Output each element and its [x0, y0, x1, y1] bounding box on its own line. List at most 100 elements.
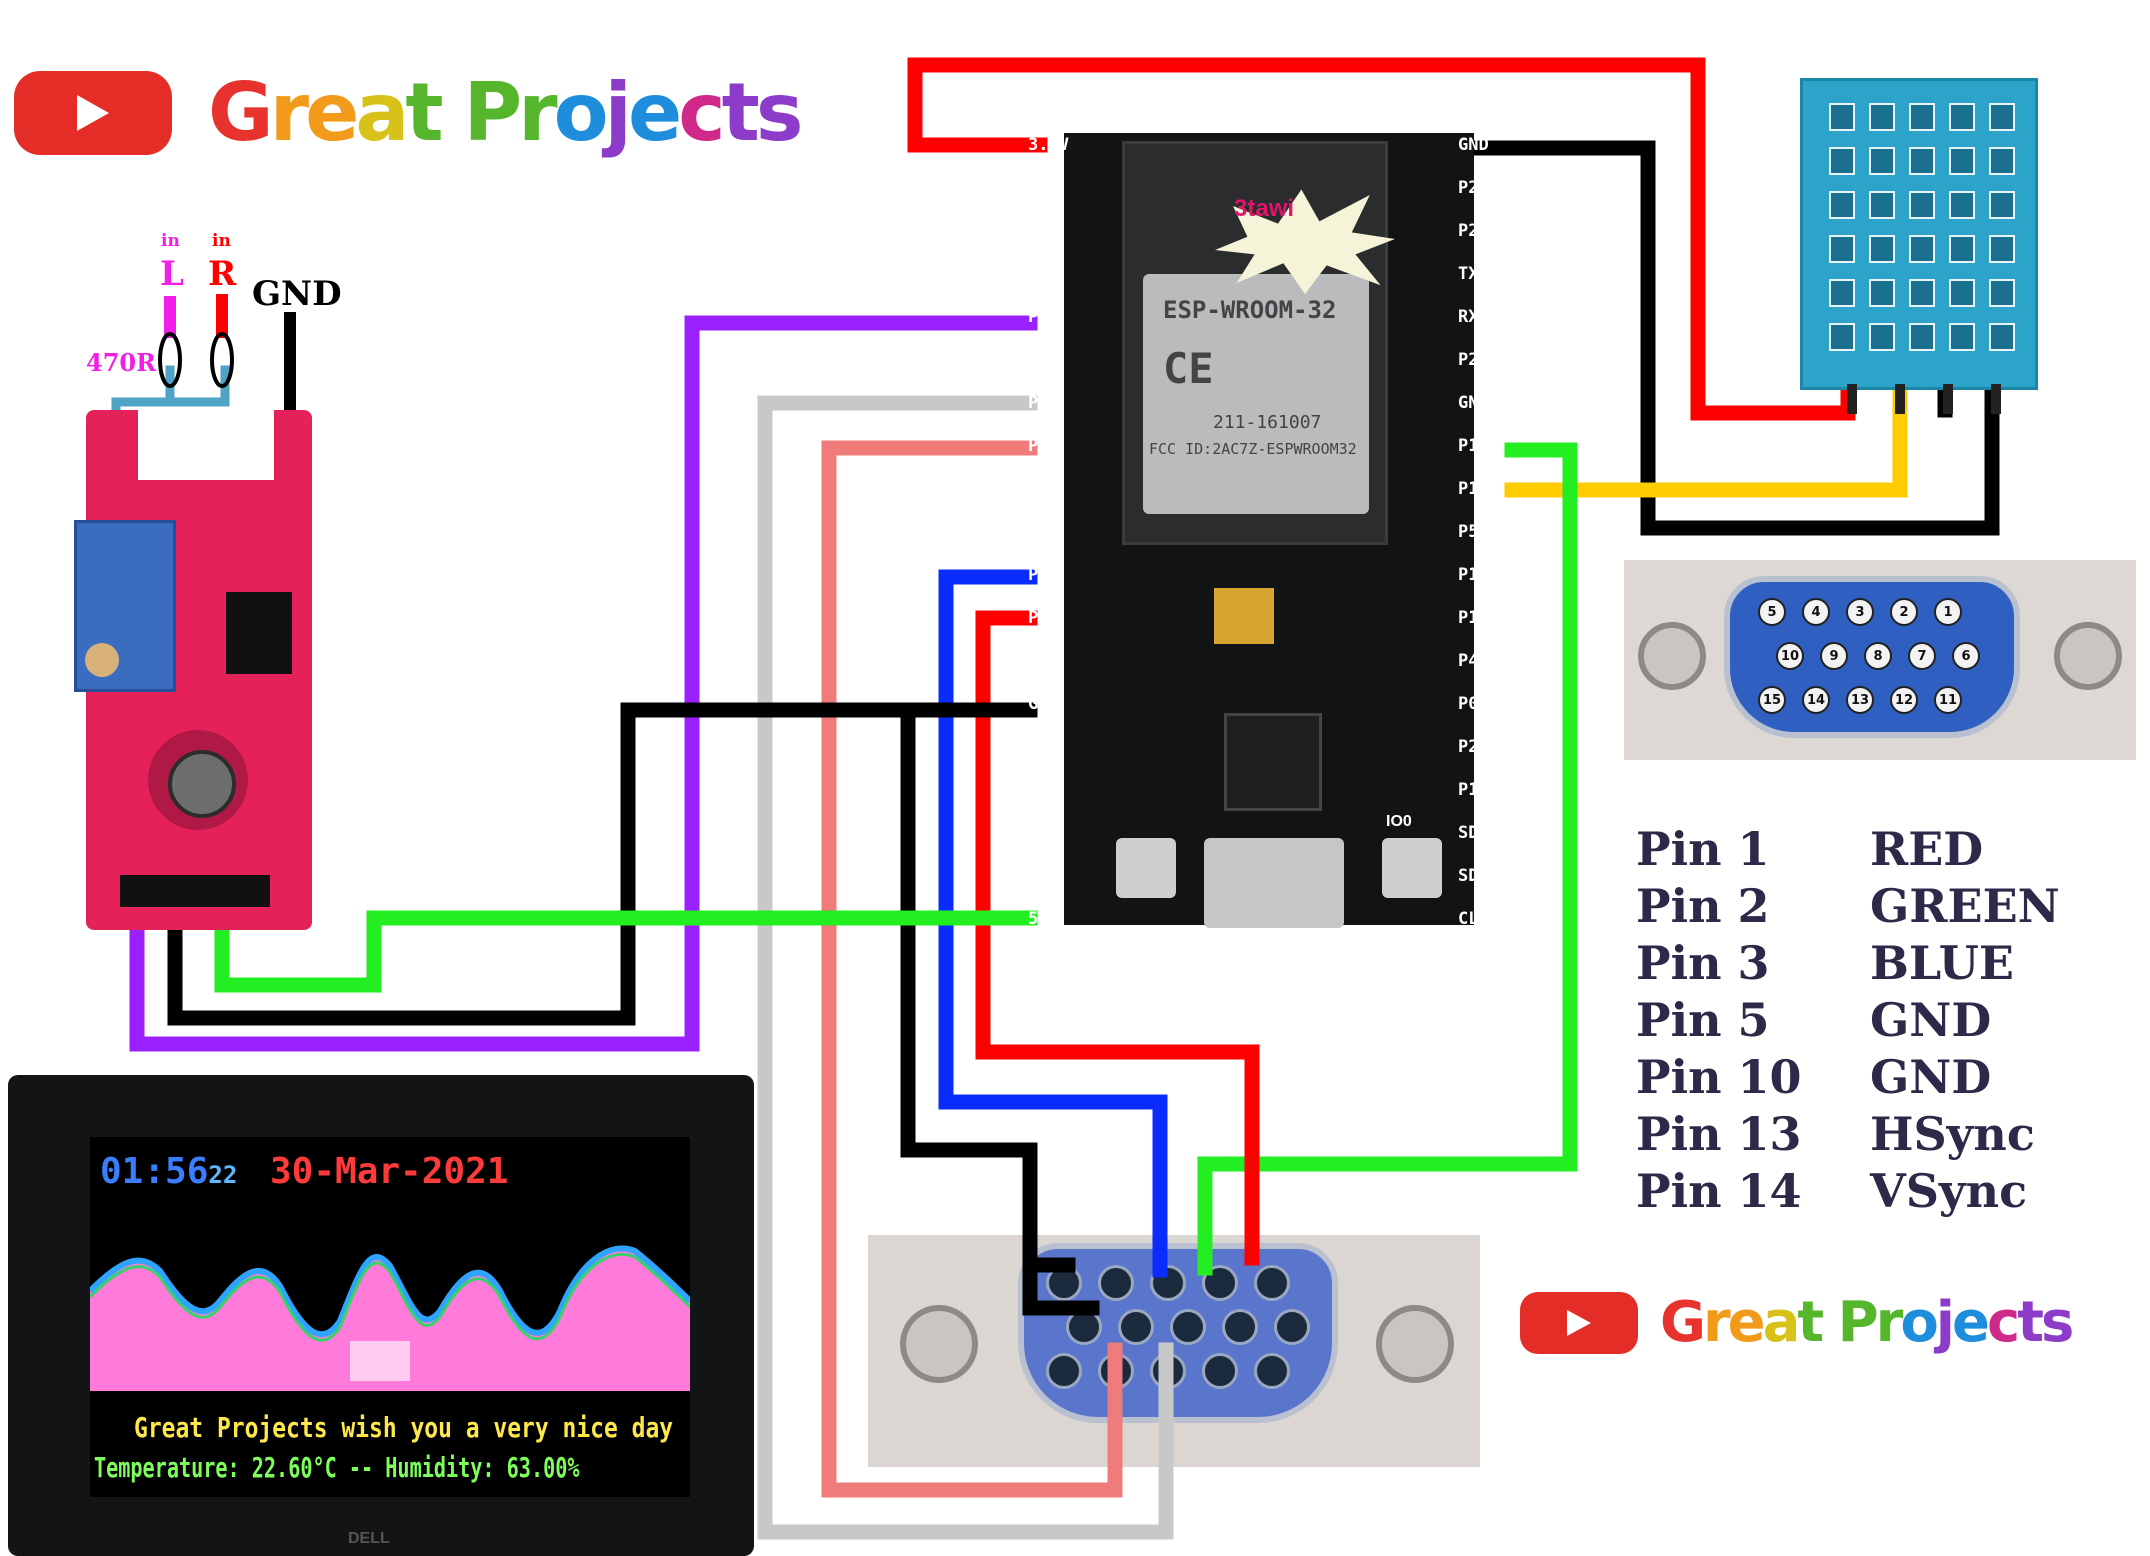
sensor-vent [1829, 279, 1855, 307]
pin-right-11: P16 [1458, 608, 1489, 628]
clock-hours-minutes: 01:56 [100, 1151, 209, 1192]
sensor-vent [1909, 191, 1935, 219]
pin-map-pin: Pin 13 [1636, 1107, 1802, 1161]
pin-left-13: GND [1028, 694, 1059, 714]
vga-socket [1254, 1353, 1290, 1389]
potentiometer [74, 520, 176, 692]
pin-left-2: SVP [1028, 221, 1059, 241]
pin-left-6: P32 [1028, 393, 1059, 413]
youtube-icon [1520, 1291, 1638, 1354]
pin-left-18: 5V [1028, 909, 1049, 929]
pin-right-18: CLK [1458, 909, 1489, 929]
sensor-leg [1847, 384, 1857, 414]
chip-shield: ESP-WROOM-32 CE 211-161007 FCC ID:2AC7Z-… [1143, 274, 1369, 514]
vga-pin-label: 11 [1934, 686, 1962, 714]
sensor-vent [1949, 279, 1975, 307]
pin-left-14: P13 [1028, 737, 1059, 757]
vga-socket [1202, 1353, 1238, 1389]
pin-left-15: SD2 [1028, 780, 1059, 800]
en-button [1382, 838, 1442, 898]
pin-right-2: P22 [1458, 221, 1489, 241]
vga-pin-label: 13 [1846, 686, 1874, 714]
vga-pin-label: 9 [1820, 642, 1848, 670]
pin-map-signal: GREEN [1870, 879, 2060, 933]
pin-left-0: 3.3V [1028, 135, 1069, 155]
vga-socket [1274, 1309, 1310, 1345]
vga-socket [1118, 1309, 1154, 1345]
pin-right-12: P4 [1458, 651, 1479, 671]
pin-map-signal: GND [1870, 993, 1992, 1047]
sensor-vent [1869, 235, 1895, 263]
pin-left-7: P33 [1028, 436, 1059, 456]
vga-socket [1046, 1353, 1082, 1389]
esp-wroom-32-module: ESP-WROOM-32 CE 211-161007 FCC ID:2AC7Z-… [1122, 141, 1395, 545]
pin-map-pin: Pin 14 [1636, 1164, 1802, 1218]
esp32-board: ESP-WROOM-32 CE 211-161007 FCC ID:2AC7Z-… [1028, 133, 1489, 929]
logo-text: Great Projects [1660, 1290, 2074, 1355]
wire-yellow-p18 [1504, 367, 1908, 498]
module-pin-header [120, 875, 270, 907]
pin-left-9: P26 [1028, 522, 1059, 542]
vga-pin-label: 4 [1802, 598, 1830, 626]
vga-pin-label: 3 [1846, 598, 1874, 626]
sensor-vent [1869, 103, 1895, 131]
vga-pin-label: 7 [1908, 642, 1936, 670]
pin-right-16: SD1 [1458, 823, 1489, 843]
pin-left-5: P35 [1028, 350, 1059, 370]
chip-cert: 211-161007 [1213, 412, 1322, 433]
clock-time: 01:5622 [100, 1151, 237, 1192]
sensor-vent [1829, 323, 1855, 351]
sensor-vent [1949, 147, 1975, 175]
pin-right-13: P0 [1458, 694, 1479, 714]
sensor-vent [1989, 191, 2015, 219]
vga-pin-label: 15 [1758, 686, 1786, 714]
pin-map-pin: Pin 10 [1636, 1050, 1802, 1104]
pin-left-12: P12 [1028, 651, 1059, 671]
sensor-vent [1909, 279, 1935, 307]
pin-map-pin: Pin 2 [1636, 879, 1770, 933]
pin-right-6: GND [1458, 393, 1489, 413]
label-resistor: 470R [86, 348, 157, 377]
badge-text: 3tawi [1234, 195, 1295, 222]
vga-pin-label: 6 [1952, 642, 1980, 670]
button-label-io0: IO0 [1386, 813, 1412, 830]
sensor-vent [1989, 147, 2015, 175]
clock-date: 30-Mar-2021 [270, 1151, 509, 1192]
pin-right-10: P17 [1458, 565, 1489, 585]
vga-socket [1098, 1353, 1134, 1389]
vga-pin-label: 14 [1802, 686, 1830, 714]
screw-right-icon [1376, 1305, 1454, 1383]
sensor-vent [1949, 323, 1975, 351]
logo-bottom: Great Projects [1520, 1290, 2074, 1355]
label-right: R [208, 254, 237, 294]
vga-pin-label: 5 [1758, 598, 1786, 626]
sensor-vent [1989, 323, 2015, 351]
microphone-hole [148, 730, 248, 830]
wire-green-5v [214, 897, 1038, 993]
sensor-vent [1989, 279, 2015, 307]
pin-map-signal: HSync [1870, 1107, 2035, 1161]
youtube-icon [14, 70, 172, 155]
pin-left-17: CMD [1028, 866, 1059, 886]
vga-socket [1150, 1265, 1186, 1301]
pin-right-3: TX [1458, 264, 1479, 284]
pin-right-4: RX [1458, 307, 1479, 327]
audio-jack-right [210, 332, 234, 388]
vga-pin-label: 2 [1890, 598, 1918, 626]
pin-right-9: P5 [1458, 522, 1479, 542]
sensor-vent [1949, 235, 1975, 263]
label-in-left: in [161, 231, 180, 251]
pin-left-1: EN [1028, 178, 1049, 198]
vga-pin-label: 1 [1934, 598, 1962, 626]
vga-pin-label: 12 [1890, 686, 1918, 714]
chip-fcc: FCC ID:2AC7Z-ESPWROOM32 [1149, 440, 1357, 458]
sensor-vent [1909, 103, 1935, 131]
vga-socket [1150, 1353, 1186, 1389]
screw-left-icon [900, 1305, 978, 1383]
vga-socket [1066, 1309, 1102, 1345]
boot-button [1116, 838, 1176, 898]
vga-pin-label: 10 [1776, 642, 1804, 670]
pin-left-11: P14 [1028, 608, 1059, 628]
monitor-brand: DELL [348, 1530, 390, 1547]
